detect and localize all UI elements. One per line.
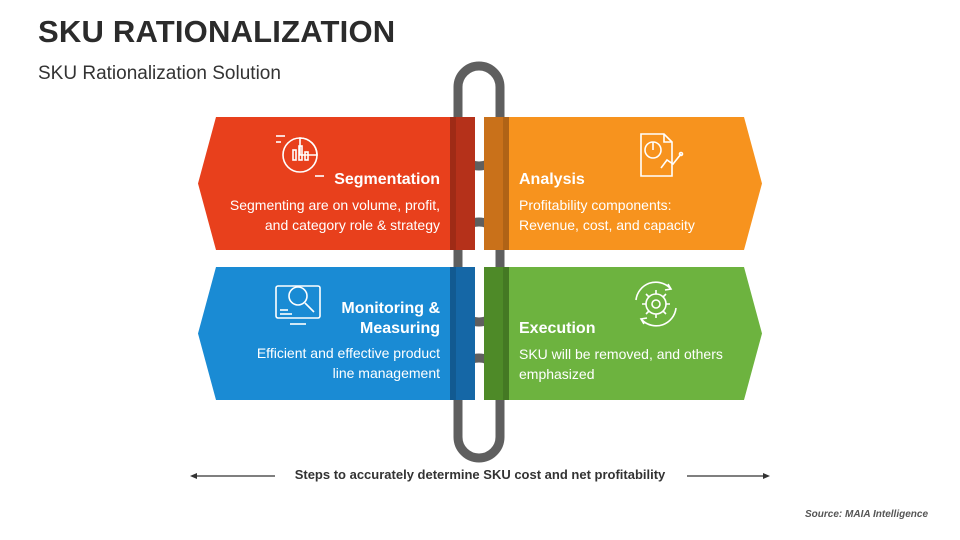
analysis-band (484, 117, 509, 250)
execution-text: Execution SKU will be removed, and other… (519, 319, 749, 384)
segmentation-box (198, 117, 470, 250)
page-subtitle: SKU Rationalization Solution (38, 63, 281, 84)
analysis-title: Analysis (519, 171, 585, 188)
chain-link-top (453, 61, 505, 171)
analysis-text: Analysis Profitability components: Reven… (519, 170, 749, 235)
caption-double-arrow (190, 473, 770, 479)
analysis-desc-line-1: Profitability components: (519, 197, 672, 213)
source-note: Source: MAIA Intelligence (805, 509, 928, 520)
monitoring-desc-line-1: Efficient and effective product (256, 345, 440, 361)
execution-box (488, 267, 762, 400)
execution-desc-line-1: SKU will be removed, and others (519, 346, 723, 362)
report-document-icon (640, 133, 684, 177)
caption: Steps to accurately determine SKU cost a… (294, 467, 666, 482)
analysis-desc-line-2: Revenue, cost, and capacity (519, 217, 695, 233)
pie-chart-icon (276, 135, 324, 177)
chain-link-bottom (453, 353, 505, 463)
monitoring-title-line-1: Monitoring & (341, 300, 440, 317)
gear-cycle-icon (635, 281, 677, 327)
monitoring-box (198, 267, 470, 400)
segmentation-desc-line-2: and category role & strategy (264, 217, 440, 233)
monitoring-band (450, 267, 475, 400)
execution-band (484, 267, 509, 400)
segmentation-desc-line-1: Segmenting are on volume, profit, (229, 197, 440, 213)
segmentation-band (450, 117, 475, 250)
monitoring-title-line-2: Measuring (359, 320, 440, 337)
execution-desc-line-2: emphasized (519, 366, 595, 382)
monitor-magnifier-icon (275, 285, 321, 325)
monitoring-text: Monitoring & Measuring Efficient and eff… (200, 299, 440, 383)
segmentation-text: Segmentation Segmenting are on volume, p… (200, 170, 440, 235)
execution-title: Execution (519, 320, 596, 337)
page-title: SKU RATIONALIZATION (38, 14, 396, 49)
segmentation-title: Segmentation (334, 171, 440, 188)
monitoring-desc-line-2: line management (332, 365, 440, 381)
analysis-box (488, 117, 762, 250)
